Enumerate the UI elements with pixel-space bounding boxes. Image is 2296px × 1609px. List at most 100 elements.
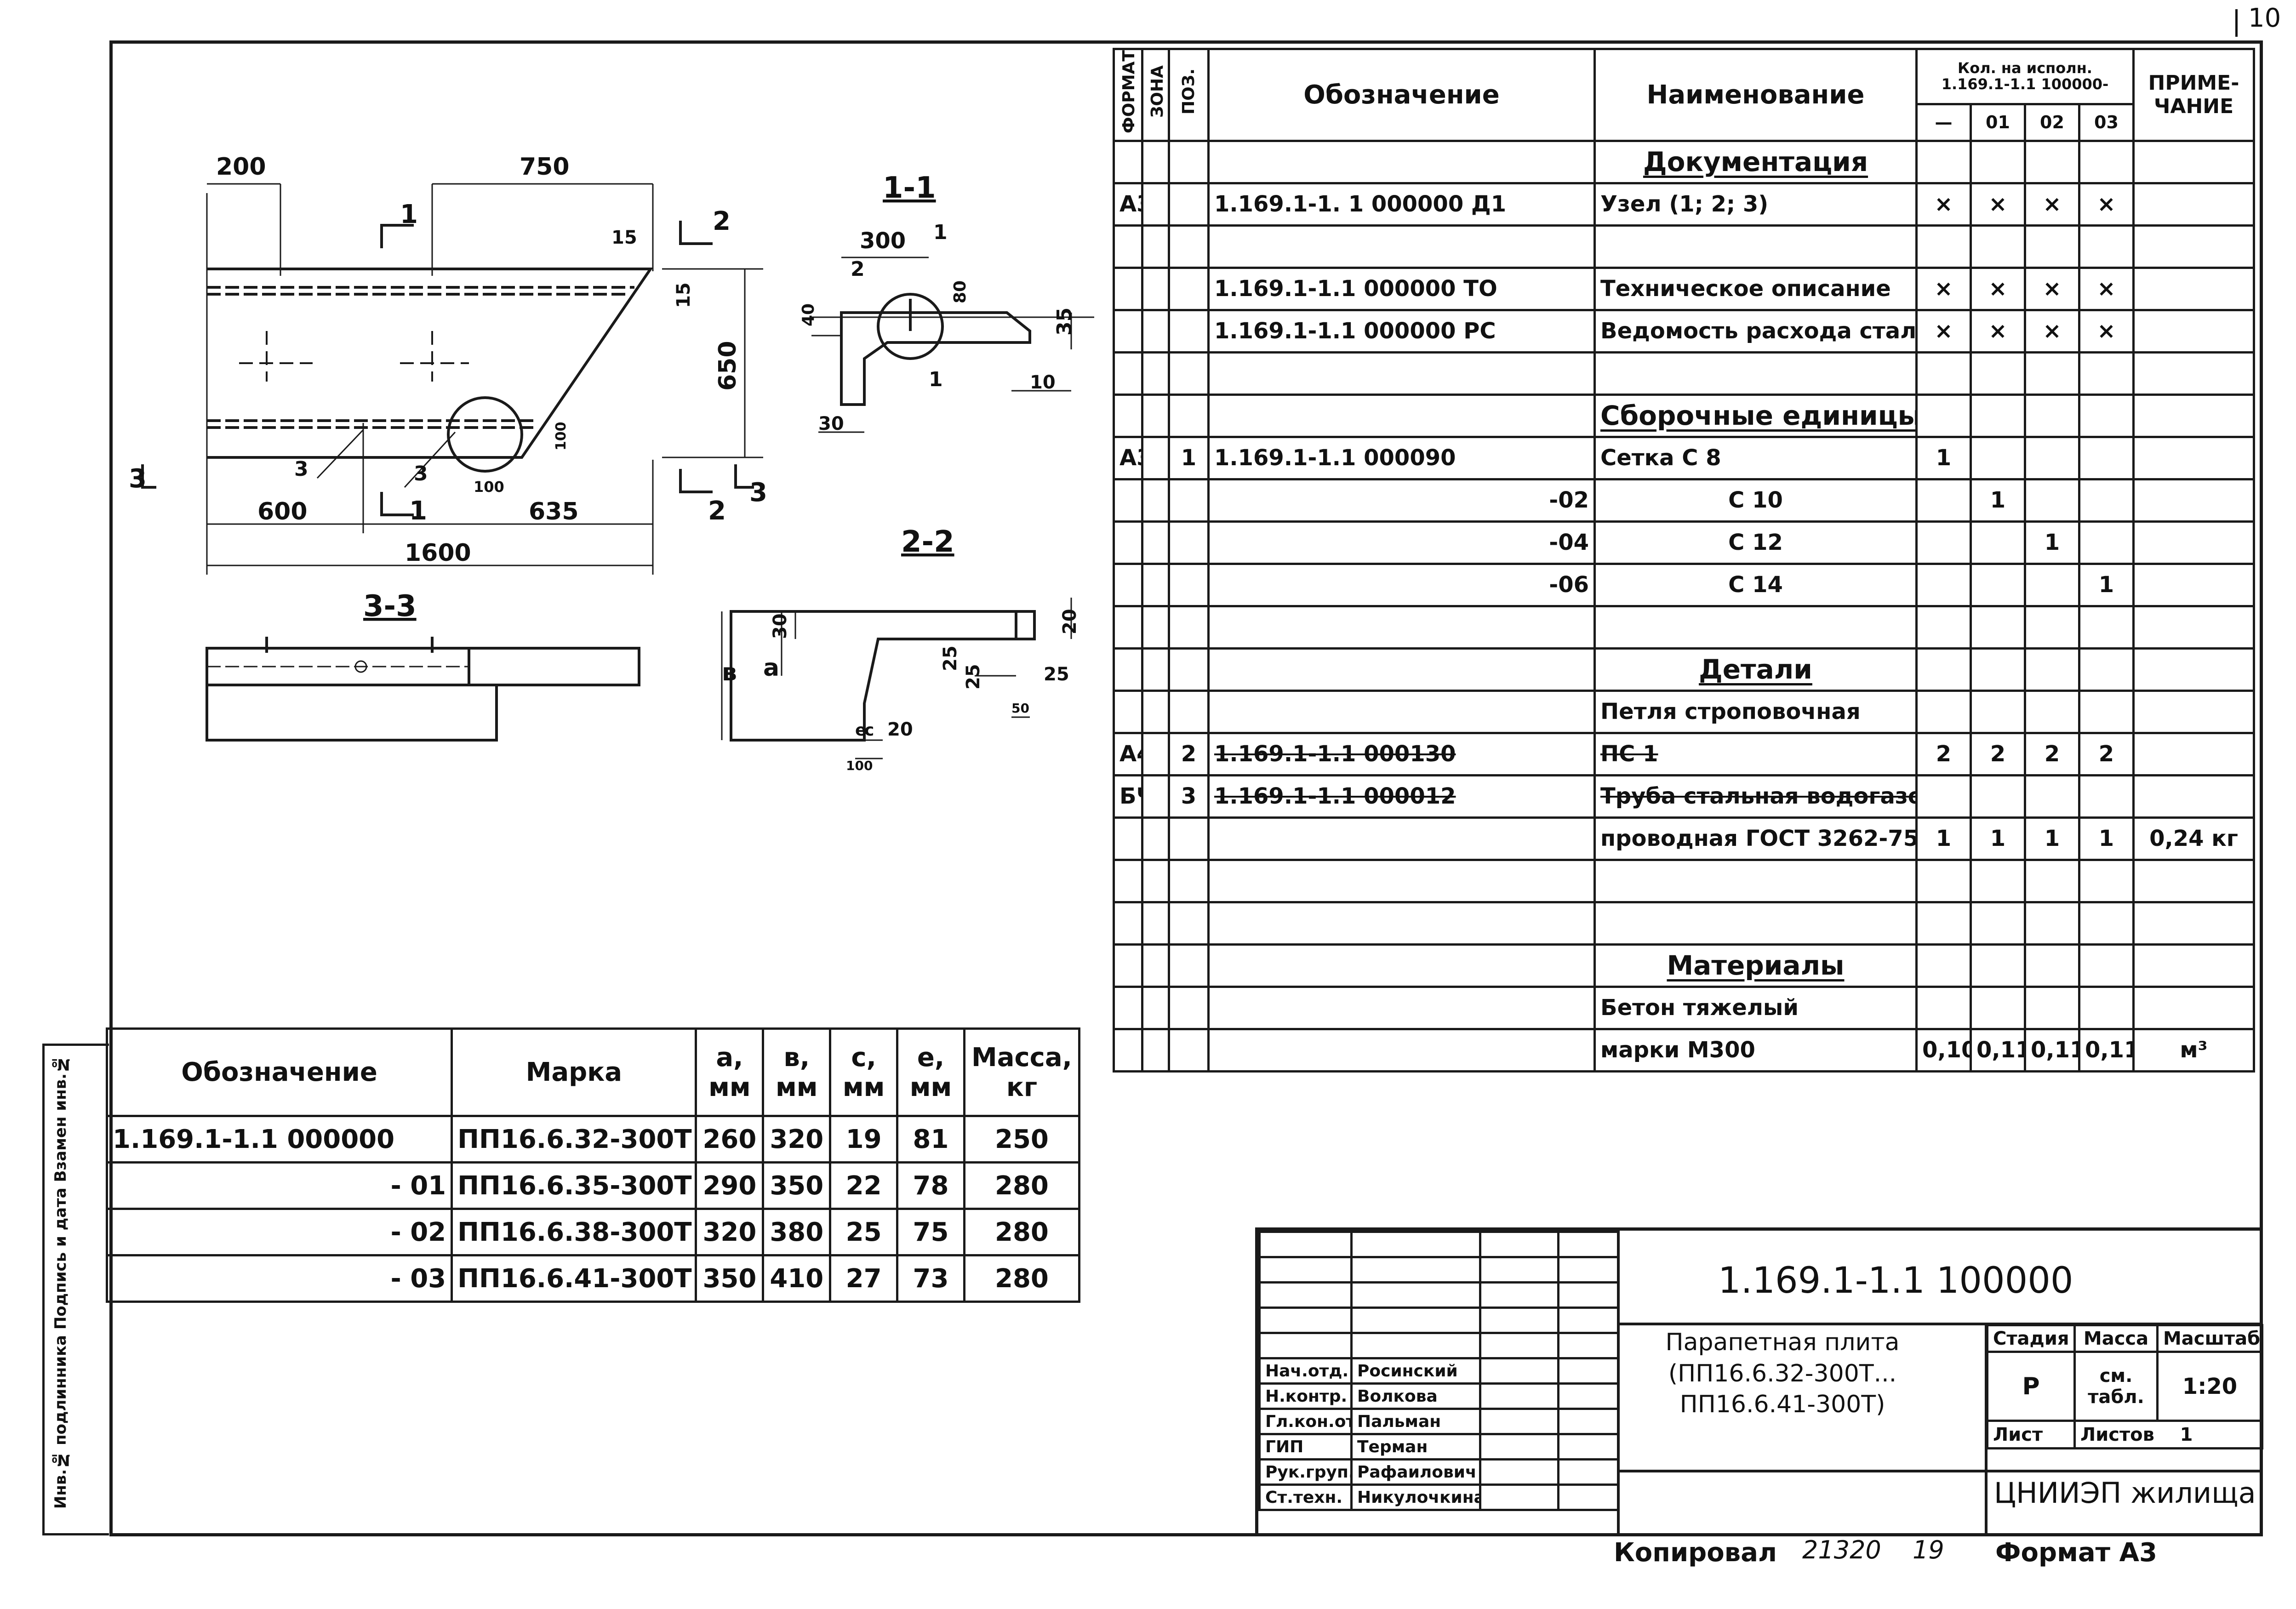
spec-cell-pos (1168, 224, 1210, 269)
spec-cell-pos (1168, 562, 1210, 607)
spec-cell-des (1207, 224, 1596, 269)
col-name: Наименование (1593, 48, 1918, 142)
spec-cell-des (1207, 647, 1596, 692)
spec-row: Сборочные единицы (1113, 393, 2255, 438)
spec-cell-q-1 (1970, 435, 2026, 480)
spec-row (1113, 351, 2255, 396)
signature-row: Ст.техн.Никулочкина (1258, 1483, 1619, 1511)
spec-cell-q-2: 0,11 (2024, 1027, 2080, 1073)
signature-row (1258, 1256, 1619, 1284)
specification-table: ФОРМАТ ЗОНА ПОЗ. Обозначение Наименовани… (1113, 48, 2255, 1073)
spec-cell-des (1207, 901, 1596, 946)
spec-cell-q-1 (1970, 562, 2026, 607)
spec-cell-note (2132, 139, 2255, 184)
spec-cell-name: Сетка С 8 (1593, 435, 1918, 480)
spec-cell-q-1: × (1970, 182, 2026, 227)
spec-cell-note (2132, 224, 2255, 269)
doc-code: 1.169.1-1.1 100000 (1718, 1260, 2073, 1301)
signature-row (1258, 1281, 1619, 1309)
spec-cell-q-3 (2078, 985, 2135, 1030)
spec-cell-note (2132, 731, 2255, 776)
sheet-frame (109, 40, 2263, 1536)
spec-cell-q-3 (2078, 943, 2135, 988)
spec-row: Бетон тяжелый (1113, 985, 2255, 1030)
spec-cell-fmt (1113, 816, 1143, 861)
dim-label: 10 (1030, 372, 1056, 393)
spec-cell-q-3 (2078, 858, 2135, 903)
dim-label: а (763, 654, 779, 682)
spec-cell-q-2: × (2024, 266, 2080, 311)
variant-cell: 81 (896, 1115, 965, 1164)
dim-label: 200 (216, 153, 266, 181)
spec-cell-pos (1168, 520, 1210, 565)
spec-cell-zone (1141, 182, 1170, 227)
section-mark: 3 (414, 462, 428, 485)
spec-cell-q-2 (2024, 351, 2080, 396)
person-cell: Росинский (1350, 1357, 1481, 1385)
spec-cell-name: С 10 (1593, 478, 1918, 523)
signature-row (1258, 1231, 1619, 1258)
variant-cell: 380 (762, 1208, 832, 1256)
spec-cell-note (2132, 520, 2255, 565)
spec-cell-zone (1141, 731, 1170, 776)
spec-cell-des (1207, 139, 1596, 184)
spec-cell-zone (1141, 689, 1170, 734)
spec-cell-des: 1.169.1-1.1 000012 (1207, 774, 1596, 819)
col-note: ПРИМЕ-ЧАНИЕ (2132, 48, 2255, 142)
spec-cell-note (2132, 562, 2255, 607)
node-circle (447, 396, 523, 473)
spec-cell-des (1207, 393, 1596, 438)
spec-cell-q-3 (2078, 901, 2135, 946)
spec-cell-des (1207, 943, 1596, 988)
spec-cell-name: проводная ГОСТ 3262-75, L=100 (1593, 816, 1918, 861)
spec-cell-pos (1168, 182, 1210, 227)
section-mark: 2 (713, 206, 731, 236)
spec-row: Документация (1113, 139, 2255, 184)
spec-cell-q-2 (2024, 139, 2080, 184)
spec-cell-q-1: × (1970, 266, 2026, 311)
spec-cell-pos (1168, 266, 1210, 311)
spec-cell-q-0: × (1915, 182, 1972, 227)
spec-cell-q-1 (1970, 224, 2026, 269)
spec-cell-q-1: 0,11 (1970, 1027, 2026, 1073)
variant-cell: 320 (695, 1208, 765, 1256)
dim-label: 635 (529, 498, 579, 525)
section-title: 2-2 (901, 525, 954, 559)
variant-cell: 280 (963, 1161, 1081, 1210)
dim-label: 40 (799, 303, 818, 326)
spec-cell-zone (1141, 647, 1170, 692)
spec-row (1113, 858, 2255, 903)
variant-cell: 19 (829, 1115, 899, 1164)
spec-cell-q-3 (2078, 351, 2135, 396)
spec-cell-zone (1141, 901, 1170, 946)
spec-cell-note (2132, 901, 2255, 946)
signature-row: Нач.отд.Росинский (1258, 1357, 1619, 1385)
variant-cell: 1.169.1-1.1 000000 (105, 1115, 453, 1164)
spec-cell-q-1 (1970, 605, 2026, 650)
spec-cell-q-2 (2024, 901, 2080, 946)
spec-cell-q-3 (2078, 689, 2135, 734)
plate-outline (207, 268, 653, 459)
spec-cell-pos (1168, 647, 1210, 692)
spec-cell-q-1 (1970, 647, 2026, 692)
spec-cell-name (1593, 351, 1918, 396)
drawing-area: 200 750 15 15 650 100 100 600 635 1600 3… (129, 153, 1094, 773)
role-cell: Гл.кон.отд. (1258, 1408, 1353, 1435)
dim-label: с (864, 721, 874, 740)
spec-cell-name (1593, 858, 1918, 903)
spec-cell-q-2 (2024, 605, 2080, 650)
signature-row (1258, 1307, 1619, 1334)
spec-cell-name: Материалы (1593, 943, 1918, 988)
spec-row (1113, 901, 2255, 946)
variant-cell: - 02 (105, 1208, 453, 1256)
spec-cell-pos (1168, 943, 1210, 988)
dim-label: 80 (951, 280, 970, 303)
variant-cell: ПП16.6.35-300Т (451, 1161, 697, 1210)
spec-cell-pos (1168, 393, 1210, 438)
